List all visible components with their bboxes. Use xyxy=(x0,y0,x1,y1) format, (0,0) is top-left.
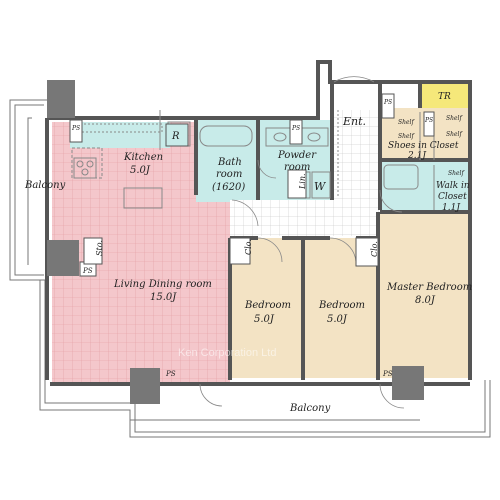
label-shoes-size: 2.1J xyxy=(407,151,427,161)
label-ps-3: PS xyxy=(383,99,392,106)
label-ps-6: PS xyxy=(165,370,176,378)
label-living-size: 15.0J xyxy=(150,292,177,303)
label-kitchen: Kitchen xyxy=(123,152,163,163)
label-master-bedroom: Master Bedroom xyxy=(386,282,472,293)
label-shelf-2: Shelf xyxy=(446,115,463,122)
walkin-closet-floor xyxy=(380,162,468,212)
label-walkin-size: 1.1J xyxy=(442,203,461,213)
ps-boxes xyxy=(69,93,435,277)
label-ps-4: PS xyxy=(424,117,433,124)
label-ps-5: PS xyxy=(82,267,93,275)
label-r: R xyxy=(171,131,180,142)
label-walkin: Walk in xyxy=(436,181,470,191)
label-ps-7: PS xyxy=(382,370,393,378)
label-bath: Bath xyxy=(217,157,242,168)
closet-box-bedroom2 xyxy=(355,237,379,267)
label-ps-2: PS xyxy=(291,125,300,132)
label-clo-bedroom2: Clo. xyxy=(370,241,379,257)
label-kitchen-size: 5.0J xyxy=(130,165,151,176)
closet-box-bedroom1 xyxy=(229,237,251,265)
label-clo-bedroom1: Clo. xyxy=(244,239,253,255)
pillars xyxy=(47,80,424,404)
kitchen-counter-area xyxy=(70,122,170,148)
refrigerator-box xyxy=(165,123,189,147)
label-shelf-3: Shelf xyxy=(398,133,415,140)
label-ent: Ent. xyxy=(342,115,366,128)
bath-room-floor xyxy=(196,120,258,202)
label-bedroom1: Bedroom xyxy=(244,300,291,311)
label-living: Living Dining room xyxy=(113,279,212,290)
label-bedroom2: Bedroom xyxy=(318,300,365,311)
label-shelf-4: Shelf xyxy=(446,131,463,138)
label-master-size: 8.0J xyxy=(415,295,436,306)
label-shoes: Shoes in Closet xyxy=(388,141,459,151)
label-balcony-left: Balcony xyxy=(24,180,66,191)
label-bedroom2-size: 5.0J xyxy=(327,314,348,325)
label-shelf-5: Shelf xyxy=(448,170,465,177)
entrance-floor xyxy=(334,110,378,210)
label-powder-room: room xyxy=(284,162,310,173)
door-swings xyxy=(199,76,405,409)
label-ps-1: PS xyxy=(71,125,80,132)
label-bedroom1-size: 5.0J xyxy=(254,314,275,325)
label-balcony-bottom: Balcony xyxy=(289,403,331,414)
label-w: W xyxy=(314,180,327,193)
label-shelf-1: Shelf xyxy=(398,119,415,126)
balcony-left-outline xyxy=(9,99,47,281)
label-lin: Lin. xyxy=(298,173,307,190)
label-bath-room: room xyxy=(216,169,242,180)
label-walkin-closet: Closet xyxy=(438,192,467,202)
master-bedroom-floor xyxy=(380,214,468,378)
label-tr: TR xyxy=(438,92,451,102)
label-bath-size: (1620) xyxy=(212,182,245,193)
storage-box xyxy=(83,237,103,265)
tr-floor xyxy=(418,82,468,108)
watermark: Ken Corporation Ltd xyxy=(178,347,276,359)
linen-box xyxy=(287,169,307,199)
label-sto: Sto. xyxy=(95,240,104,256)
balcony-bottom-outline xyxy=(39,280,491,438)
hall-floor xyxy=(230,200,380,236)
label-powder: Powder xyxy=(277,150,317,161)
